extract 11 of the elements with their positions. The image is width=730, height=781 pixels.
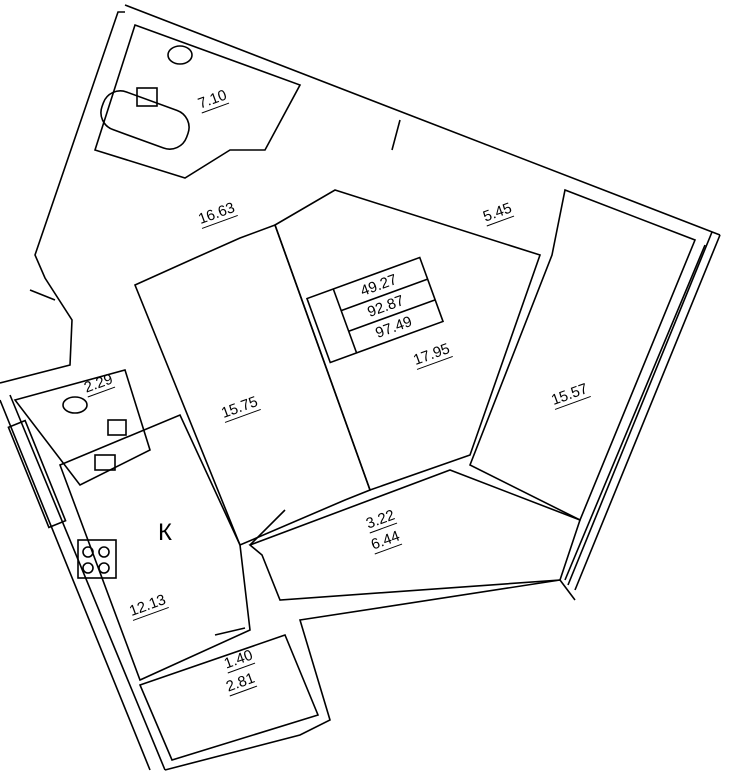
area-label: 2.81 [223, 670, 257, 696]
area-label: 6.44 [368, 528, 402, 554]
area-label: 15.57 [549, 380, 590, 410]
room-letter: К [158, 520, 172, 546]
area-label: 17.95 [411, 340, 452, 370]
area-label: 7.10 [195, 86, 229, 114]
area-label: 12.13 [127, 591, 168, 621]
area-label: 15.75 [219, 393, 260, 423]
area-label: 5.45 [480, 200, 514, 226]
area-label: 16.63 [196, 199, 238, 229]
area-label: 1.40 [221, 646, 255, 674]
